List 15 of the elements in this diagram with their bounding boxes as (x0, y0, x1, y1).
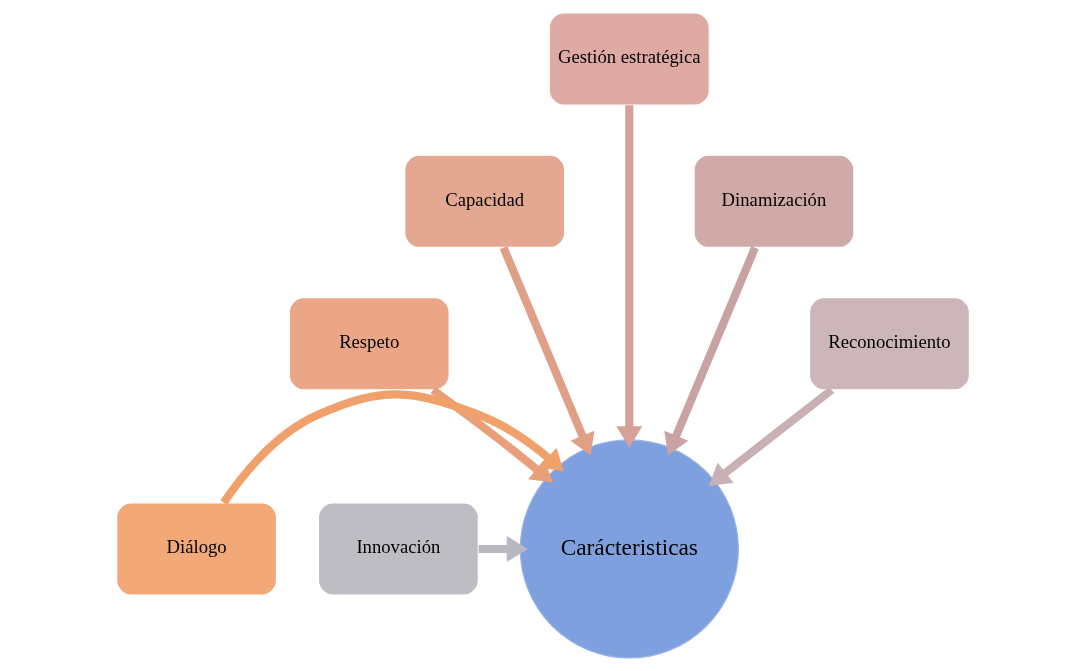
node-box: Diálogo (116, 502, 278, 596)
node-box: Gestión estratégica (548, 12, 710, 106)
node-box: Reconocimiento (808, 297, 970, 391)
node-box: Innovación (317, 502, 479, 596)
arrow (708, 386, 835, 486)
arrow (478, 535, 528, 562)
node-box: Capacidad (404, 154, 566, 248)
node-circle: Carácteristicas (519, 439, 739, 659)
node-box: Respeto (288, 297, 450, 391)
arrow (616, 105, 643, 448)
node-box: Dinamización (693, 154, 855, 248)
arrow (664, 246, 759, 456)
arrow (499, 246, 595, 456)
arrow (220, 390, 564, 505)
arrow (430, 386, 553, 483)
